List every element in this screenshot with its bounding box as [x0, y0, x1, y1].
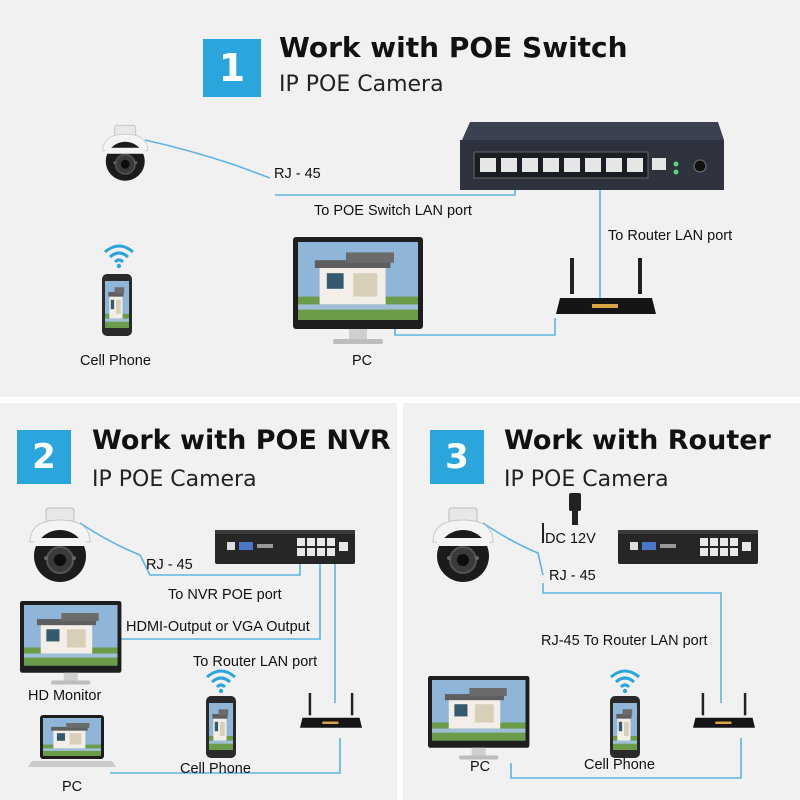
pc-label: PC: [352, 353, 373, 369]
rj45-label: RJ - 45: [274, 166, 321, 182]
panel3-diagram: [403, 493, 758, 779]
panel-title: Work with Router: [504, 425, 771, 456]
router: [300, 693, 362, 728]
nvr-device: [618, 530, 758, 564]
nvr-port-label: To NVR POE port: [168, 587, 282, 603]
pc-label: PC: [470, 759, 491, 775]
hdmi-label: HDMI-Output or VGA Output: [126, 619, 310, 635]
step-badge: 3: [430, 430, 484, 484]
camera-cable: [144, 139, 271, 179]
panel-router: 3 Work with Router IP POE Camera DC 12V …: [403, 403, 800, 800]
camera-nvr-cable: [79, 522, 301, 576]
laptop-pc: [28, 715, 116, 767]
pc-router-cable: [110, 738, 341, 774]
panel-title: Work with POE Switch: [279, 31, 628, 64]
cell-phone-label: Cell Phone: [80, 353, 151, 369]
panel-poe-nvr: 2 Work with POE NVR IP POE Camera RJ - 4…: [0, 403, 397, 800]
panel-poe-switch: 1 Work with POE Switch IP POE Camera RJ …: [0, 0, 800, 397]
cell-phone: [206, 696, 236, 758]
router-port-label: To Router LAN port: [608, 228, 733, 244]
panel-subtitle: IP POE Camera: [504, 467, 669, 492]
hd-monitor: [20, 601, 121, 684]
router-uplink-cable: [599, 176, 604, 311]
router: [556, 258, 656, 314]
wifi-icon: [205, 669, 237, 695]
hdmi-cable: [120, 563, 321, 640]
switch-port-label: To POE Switch LAN port: [314, 203, 472, 219]
wifi-icon: [609, 669, 641, 695]
pc-router-cable: [510, 738, 742, 779]
router: [693, 693, 755, 728]
step-badge: 2: [17, 430, 71, 484]
pc-monitor: [428, 676, 529, 759]
panel-subtitle: IP POE Camera: [279, 72, 444, 97]
router-port-label: To Router LAN port: [193, 654, 318, 670]
camera-cable: [482, 522, 544, 576]
rj45-label: RJ - 45: [146, 557, 193, 573]
ip-camera: [29, 507, 91, 583]
wifi-icon: [103, 244, 135, 270]
pc-monitor: [293, 237, 423, 344]
dc-adapter: [569, 493, 581, 525]
cell-phone: [102, 274, 132, 336]
cell-phone-label: Cell Phone: [584, 757, 655, 773]
pc-label: PC: [62, 779, 83, 795]
panel1-diagram: [102, 122, 724, 397]
router-port-label: RJ-45 To Router LAN port: [541, 633, 708, 649]
panel-title: Work with POE NVR: [92, 425, 391, 456]
ip-camera: [102, 124, 149, 182]
cell-phone-label: Cell Phone: [180, 761, 251, 777]
camera-router-cable: [542, 583, 722, 703]
rj45-label: RJ - 45: [549, 568, 596, 584]
poe-nvr: [215, 530, 355, 564]
cell-phone: [610, 696, 640, 758]
step-badge: 1: [203, 39, 261, 97]
panel-subtitle: IP POE Camera: [92, 467, 257, 492]
panel2-diagram: [0, 507, 362, 774]
poe-switch: [460, 122, 724, 190]
hd-monitor-label: HD Monitor: [28, 688, 102, 704]
ip-camera: [432, 507, 494, 583]
dc-label: DC 12V: [545, 531, 596, 547]
